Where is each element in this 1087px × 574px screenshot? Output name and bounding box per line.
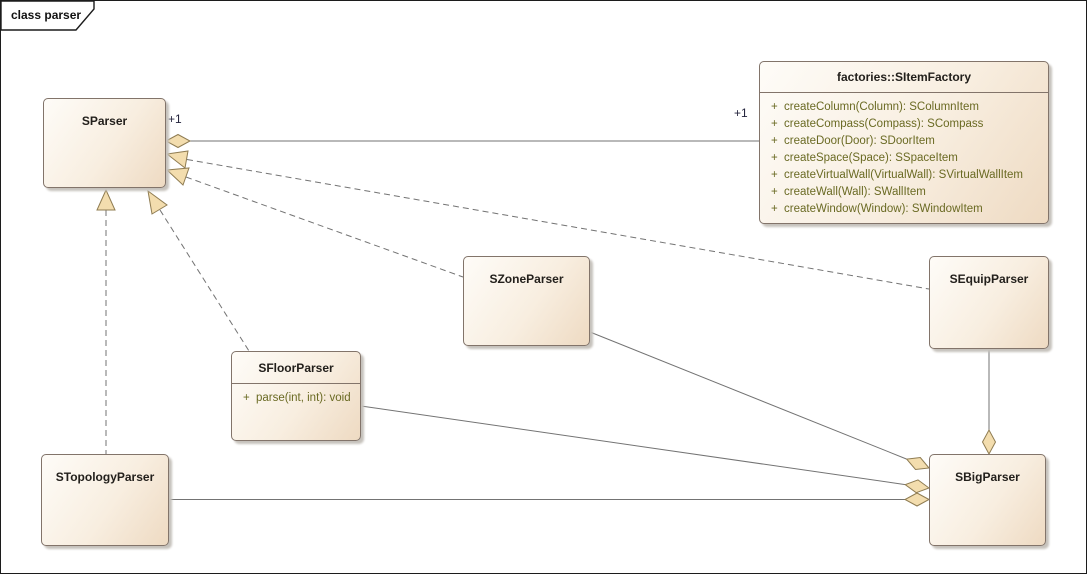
class-name-szoneparser: SZoneParser xyxy=(489,272,564,286)
class-name-sequipparser: SEquipParser xyxy=(949,272,1029,286)
class-sbigparser[interactable]: SBigParser xyxy=(929,454,1046,546)
method-signature: createDoor(Door): SDoorItem xyxy=(784,134,935,147)
method-signature: createCompass(Compass): SCompass xyxy=(784,117,984,130)
method-compartment: + createColumn(Column): SColumnItem + cr… xyxy=(760,93,1048,217)
class-name-sparser: SParser xyxy=(81,114,128,128)
method-createwall: + createWall(Wall): SWallItem xyxy=(760,183,1048,200)
visibility-marker: + xyxy=(243,391,250,404)
method-signature: createWall(Wall): SWallItem xyxy=(784,185,926,198)
class-name-sitemfactory: factories::SItemFactory xyxy=(760,62,1048,93)
connector-aggregation-sbigparser-sequipparser[interactable] xyxy=(981,349,997,456)
connector-realization-szoneparser-sparser[interactable] xyxy=(165,167,464,278)
class-sitemfactory[interactable]: factories::SItemFactory + createColumn(C… xyxy=(759,61,1049,224)
connector-realization-sequipparser-sparser[interactable] xyxy=(165,150,930,290)
visibility-marker: + xyxy=(771,117,778,130)
class-sparser[interactable]: SParser xyxy=(43,98,166,188)
frame-tab xyxy=(1,1,95,31)
connector-aggregation-sbigparser-sfloorparser[interactable] xyxy=(360,405,931,494)
connector-aggregation-sparser-sitemfactory[interactable] xyxy=(164,133,759,149)
visibility-marker: + xyxy=(771,100,778,113)
method-createwindow: + createWindow(Window): SWindowItem xyxy=(760,200,1048,217)
method-createcolumn: + createColumn(Column): SColumnItem xyxy=(760,98,1048,115)
method-signature: parse(int, int): void xyxy=(256,391,351,404)
class-sfloorparser[interactable]: SFloorParser + parse(int, int): void xyxy=(231,351,361,441)
visibility-marker: + xyxy=(771,185,778,198)
frame-label: class parser xyxy=(11,8,82,22)
class-stopologyparser[interactable]: STopologyParser xyxy=(41,454,169,546)
method-createcompass: + createCompass(Compass): SCompass xyxy=(760,115,1048,132)
connector-aggregation-sbigparser-stopologyparser[interactable] xyxy=(169,492,931,507)
method-signature: createSpace(Space): SSpaceItem xyxy=(784,151,958,164)
class-name-sbigparser: SBigParser xyxy=(955,470,1020,484)
method-createspace: + createSpace(Space): SSpaceItem xyxy=(760,149,1048,166)
method-signature: createVirtualWall(VirtualWall): SVirtual… xyxy=(784,168,1024,181)
connector-realization-sfloorparser-sparser[interactable] xyxy=(147,189,250,352)
class-name-sfloorparser: SFloorParser xyxy=(232,352,360,384)
connector-aggregation-sbigparser-szoneparser[interactable] xyxy=(589,331,930,471)
visibility-marker: + xyxy=(771,168,778,181)
multiplicity-label-sparser-end: +1 xyxy=(168,112,182,126)
method-signature: createColumn(Column): SColumnItem xyxy=(784,100,979,113)
method-createdoor: + createDoor(Door): SDoorItem xyxy=(760,132,1048,149)
multiplicity-label-factory-end: +1 xyxy=(734,106,748,120)
visibility-marker: + xyxy=(771,202,778,215)
class-szoneparser[interactable]: SZoneParser xyxy=(463,256,590,346)
visibility-marker: + xyxy=(771,151,778,164)
connector-realization-stopologyparser-sparser[interactable] xyxy=(96,188,116,454)
class-name-stopologyparser: STopologyParser xyxy=(55,470,155,484)
method-parse: + parse(int, int): void xyxy=(232,389,360,406)
class-sequipparser[interactable]: SEquipParser xyxy=(929,256,1049,349)
method-createvirtualwall: + createVirtualWall(VirtualWall): SVirtu… xyxy=(760,166,1048,183)
method-signature: createWindow(Window): SWindowItem xyxy=(784,202,983,215)
visibility-marker: + xyxy=(771,134,778,147)
method-compartment: + parse(int, int): void xyxy=(232,384,360,406)
